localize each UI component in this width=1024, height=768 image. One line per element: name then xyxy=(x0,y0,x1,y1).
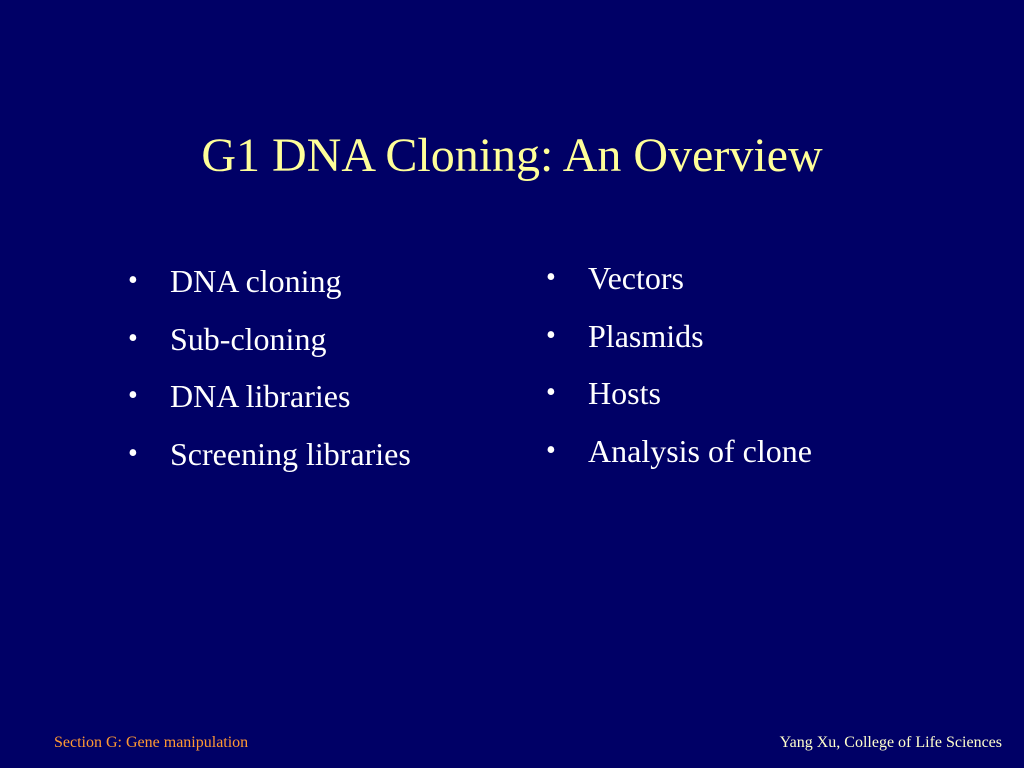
list-item: • Screening libraries xyxy=(128,435,508,473)
bullet-icon: • xyxy=(546,262,556,293)
list-item: • Hosts xyxy=(546,374,966,412)
list-item-label: Sub-cloning xyxy=(170,320,327,357)
left-bullet-list: • DNA cloning • Sub-cloning • DNA libraries… xyxy=(128,262,508,492)
bullet-icon: • xyxy=(546,434,556,466)
bullet-icon: • xyxy=(546,377,556,408)
list-item: • DNA cloning xyxy=(128,262,508,300)
list-item-label: DNA libraries xyxy=(170,378,351,414)
list-item: • Plasmids xyxy=(546,317,966,355)
bullet-icon: • xyxy=(128,437,138,469)
list-item: • Analysis of clone xyxy=(546,432,966,470)
bullet-icon: • xyxy=(546,319,556,351)
slide-title: G1 DNA Cloning: An Overview xyxy=(201,129,823,182)
list-item: • Vectors xyxy=(546,259,966,297)
footer-section-label: Section G: Gene manipulation xyxy=(54,734,249,751)
right-bullet-list: • Vectors • Plasmids • Hosts • Analysis of c… xyxy=(546,259,966,489)
list-item: • Sub-cloning xyxy=(128,320,508,358)
list-item: • DNA libraries xyxy=(128,377,508,415)
footer-author-label: Yang Xu, College of Life Sciences xyxy=(779,734,1002,751)
list-item-label: Screening libraries xyxy=(170,435,411,472)
list-item-label: DNA cloning xyxy=(170,263,342,299)
list-item-label: Vectors xyxy=(588,260,684,296)
bullet-icon: • xyxy=(128,380,138,411)
list-item-label: Plasmids xyxy=(588,317,704,354)
list-item-label: Analysis of clone xyxy=(588,432,812,469)
list-item-label: Hosts xyxy=(588,375,661,411)
bullet-icon: • xyxy=(128,322,138,354)
bullet-icon: • xyxy=(128,265,138,296)
